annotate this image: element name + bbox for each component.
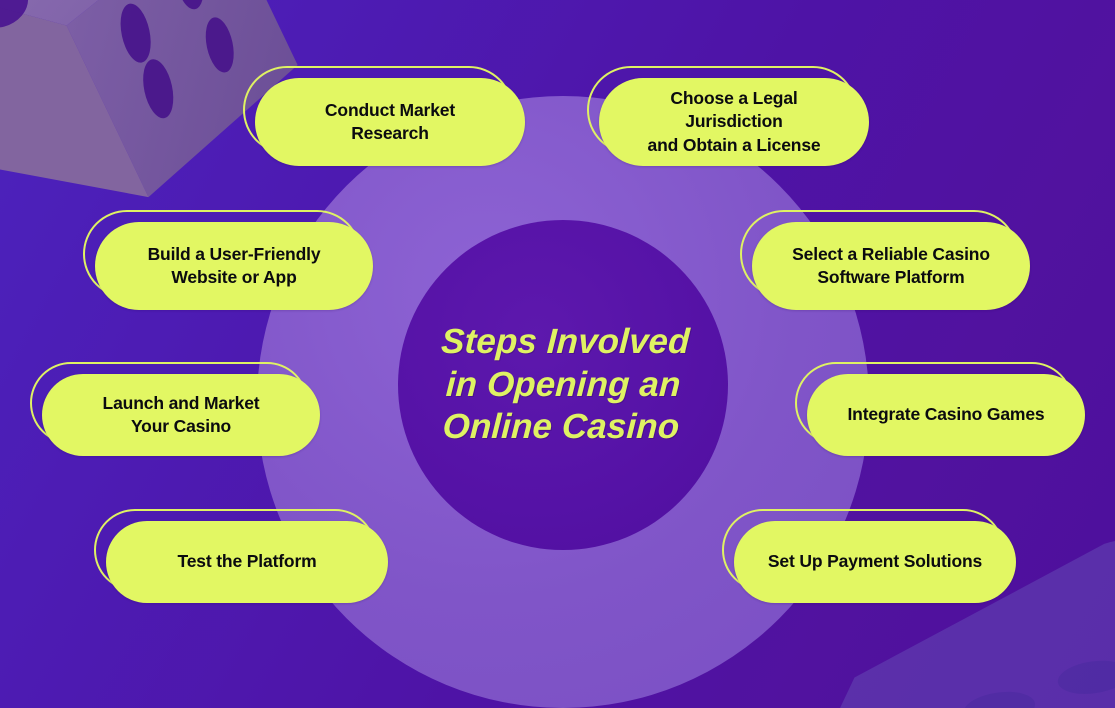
step-pill-build-website-or-app[interactable]: Build a User-Friendly Website or App bbox=[83, 210, 373, 310]
step-pill-test-the-platform[interactable]: Test the Platform bbox=[94, 509, 388, 603]
step-pill-select-casino-software-platform[interactable]: Select a Reliable Casino Software Platfo… bbox=[740, 210, 1030, 310]
step-pill-integrate-casino-games[interactable]: Integrate Casino Games bbox=[795, 362, 1085, 456]
step-label: Choose a Legal Jurisdiction and Obtain a… bbox=[647, 88, 821, 155]
step-pill-set-up-payment-solutions[interactable]: Set Up Payment Solutions bbox=[722, 509, 1016, 603]
pill-face: Integrate Casino Games bbox=[807, 374, 1085, 456]
step-pill-choose-legal-jurisdiction[interactable]: Choose a Legal Jurisdiction and Obtain a… bbox=[587, 66, 869, 166]
step-label: Launch and Market Your Casino bbox=[102, 392, 260, 436]
page-title: Steps Involved in Opening an Online Casi… bbox=[440, 321, 691, 447]
step-label: Set Up Payment Solutions bbox=[767, 551, 983, 572]
pill-face: Choose a Legal Jurisdiction and Obtain a… bbox=[599, 78, 869, 166]
pill-face: Test the Platform bbox=[106, 521, 388, 603]
pill-face: Conduct Market Research bbox=[255, 78, 525, 166]
step-label: Integrate Casino Games bbox=[847, 404, 1045, 425]
pill-face: Select a Reliable Casino Software Platfo… bbox=[752, 222, 1030, 310]
step-pill-conduct-market-research[interactable]: Conduct Market Research bbox=[243, 66, 525, 166]
step-label: Build a User-Friendly Website or App bbox=[147, 243, 321, 287]
pill-face: Launch and Market Your Casino bbox=[42, 374, 320, 456]
pill-face: Set Up Payment Solutions bbox=[734, 521, 1016, 603]
step-label: Select a Reliable Casino Software Platfo… bbox=[792, 243, 990, 287]
pill-face: Build a User-Friendly Website or App bbox=[95, 222, 373, 310]
step-pill-launch-and-market[interactable]: Launch and Market Your Casino bbox=[30, 362, 320, 456]
center-circle: Steps Involved in Opening an Online Casi… bbox=[398, 220, 728, 550]
step-label: Test the Platform bbox=[177, 551, 317, 572]
step-label: Conduct Market Research bbox=[324, 99, 456, 143]
